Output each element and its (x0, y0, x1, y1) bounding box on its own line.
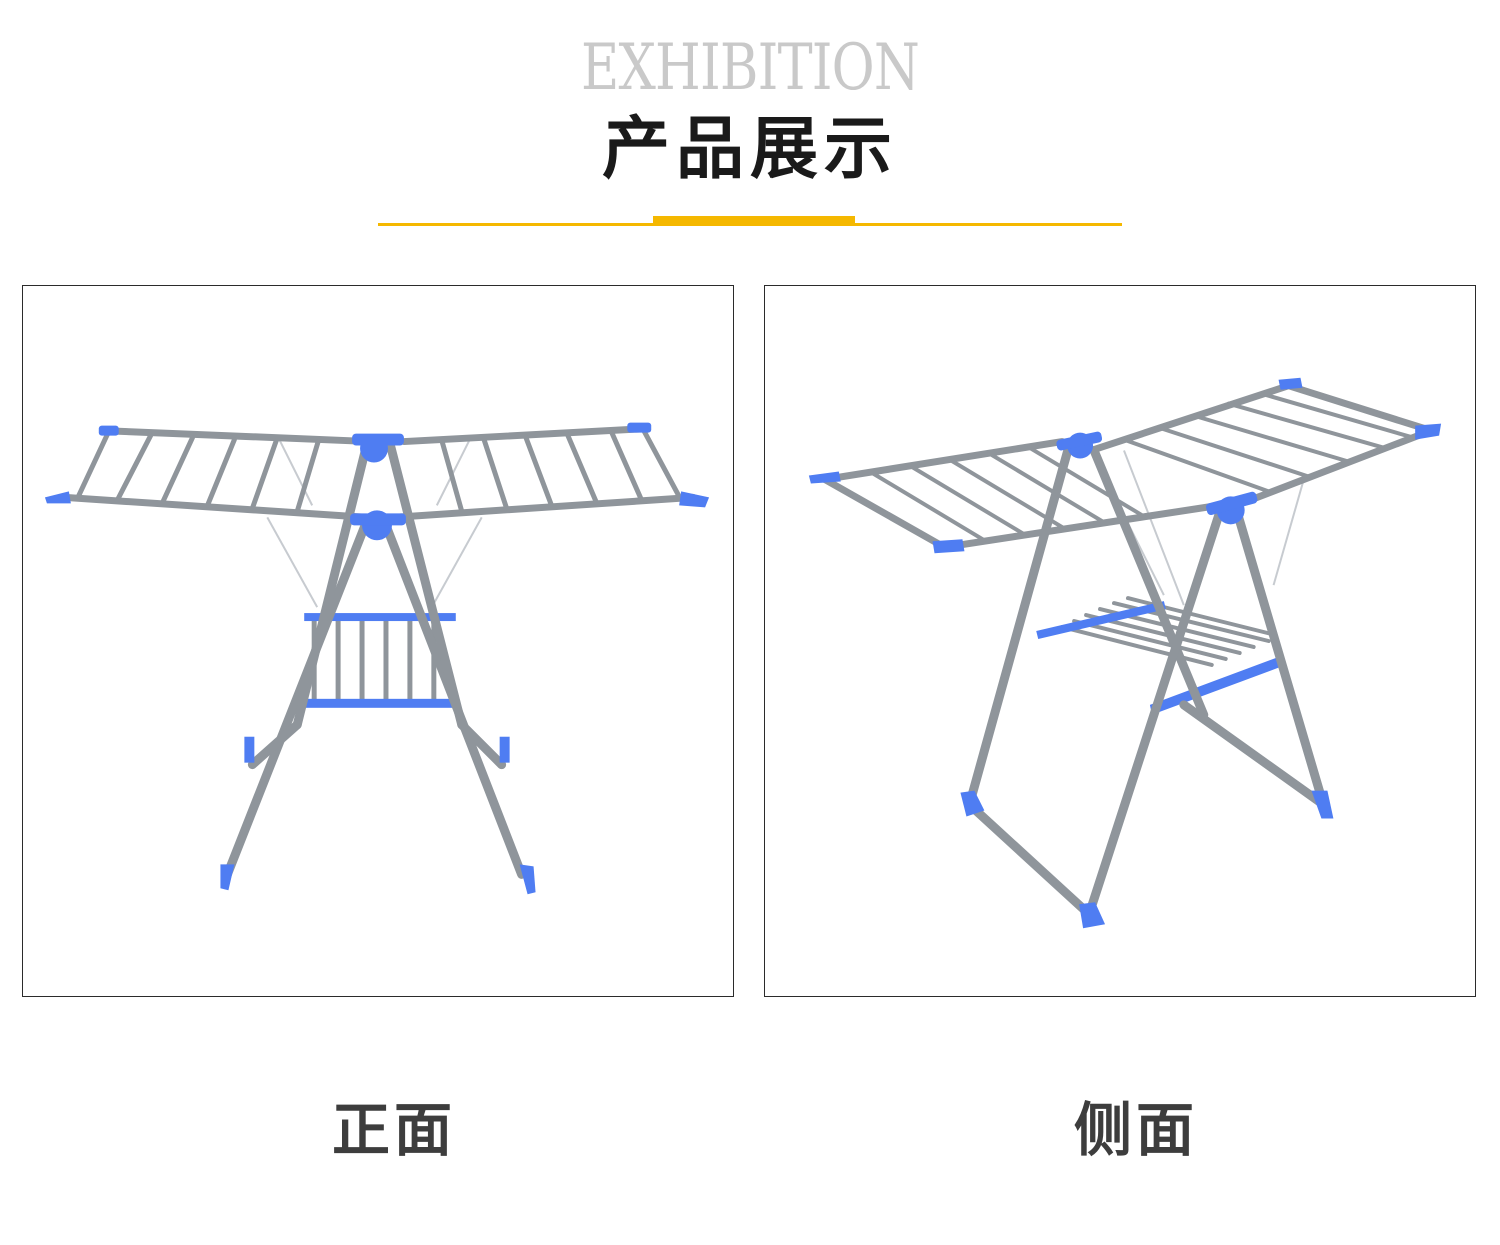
front-view-caption: 正面 (331, 1096, 456, 1164)
exhibition-heading: EXHIBITION (581, 31, 920, 105)
product-display-heading: 产品展示 (601, 110, 898, 189)
drying-rack-front-illustration (44, 422, 710, 895)
heading-divider-accent (653, 216, 855, 226)
side-view-caption: 侧面 (1073, 1096, 1198, 1164)
drying-rack-side-illustration (808, 377, 1442, 929)
product-image-side (764, 285, 1476, 997)
product-image-front (22, 285, 734, 997)
